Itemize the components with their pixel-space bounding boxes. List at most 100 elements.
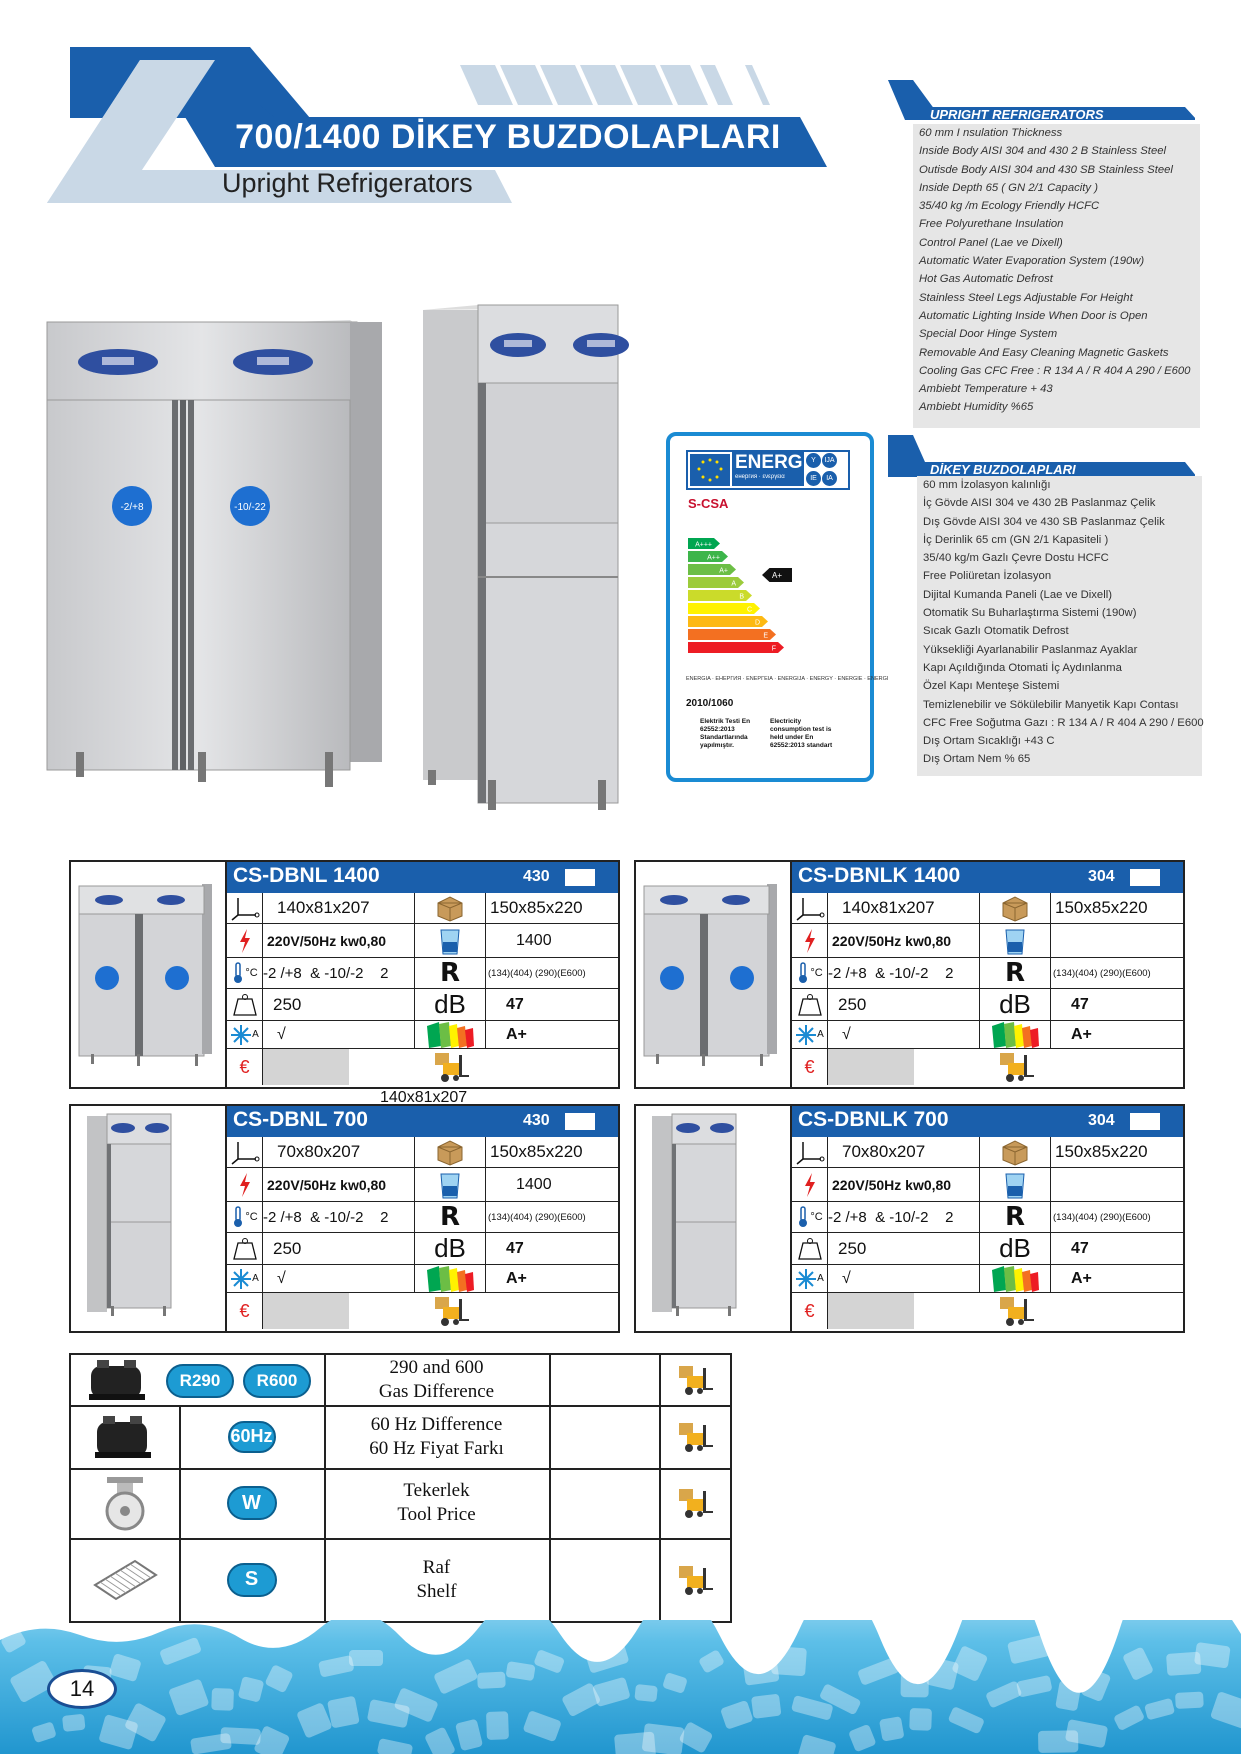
noise-db-icon: dB	[999, 989, 1031, 1019]
option-wheel-line1: Tekerlek	[403, 1480, 470, 1501]
defrost-snowflake-icon	[796, 1268, 817, 1289]
product-noise: 47	[1071, 1239, 1089, 1257]
thermometer-icon	[799, 1206, 808, 1227]
product-temperature: -2 /+8 & -10/-2 2	[263, 964, 389, 982]
weight-icon	[797, 993, 822, 1016]
product-model: CS-DBNL 1400	[233, 864, 380, 887]
ice-cube	[900, 1669, 929, 1698]
price-field	[828, 1049, 914, 1085]
spec-en-line: Hot Gas Automatic Defrost	[919, 273, 1053, 286]
spec-en-line: Automatic Water Evaporation System (190w…	[919, 255, 1145, 268]
ice-cube	[742, 1653, 780, 1686]
auto-defrost-label: A	[252, 1029, 259, 1040]
spec-tr-line: Özel Kapı Menteşe Sistemi	[923, 680, 1060, 693]
product-photo-cell	[636, 862, 792, 1087]
ice-cube	[642, 1723, 685, 1754]
spec-tr-line: Dış Ortam Sıcaklığı +43 C	[923, 735, 1055, 748]
page-number: 14	[47, 1669, 117, 1709]
ice-cube	[1081, 1669, 1111, 1701]
ice-cube	[523, 1711, 561, 1742]
option-shelf-price	[549, 1538, 661, 1621]
spec-tr-line: Otomatik Su Buharlaştırma Sistemi (190w)	[923, 607, 1137, 620]
forklift-icon	[678, 1366, 713, 1395]
dimensions-icon	[796, 898, 824, 921]
product-volume: 1400	[516, 931, 552, 949]
ice-cube	[434, 1659, 478, 1694]
ice-cube	[1016, 1675, 1052, 1697]
compressor-icon	[89, 1360, 145, 1400]
product-energy-class: A+	[1071, 1269, 1092, 1287]
wire-shelf-icon	[93, 1559, 158, 1600]
weight-icon	[232, 993, 257, 1016]
ice-cube	[986, 1681, 1022, 1708]
spec-tr-line: Dış Ortam Nem % 65	[923, 753, 1031, 766]
ice-cube	[349, 1650, 383, 1666]
spec-header-tr-shape	[888, 435, 1195, 477]
energy-test-tr: Elektrik Testi En 62552:2013 Standartlar…	[700, 718, 751, 749]
ice-cube	[99, 1714, 138, 1750]
spec-header-en-shape	[888, 80, 1195, 120]
ice-cube	[160, 1637, 201, 1665]
euro-icon: €	[239, 1300, 250, 1321]
spec-tr-line: Temizlenebilir ve Sökülebilir Manyetik K…	[923, 698, 1179, 711]
ice-cube	[1055, 1680, 1082, 1711]
ice-background	[0, 1620, 1241, 1754]
ice-cube	[190, 1733, 232, 1754]
spec-en-line: Inside Depth 65 ( GN 2/1 Capacity )	[919, 181, 1098, 194]
product-gas: (134)(404) (290)(E600)	[1053, 1211, 1151, 1223]
power-icon	[804, 1172, 815, 1197]
product-weight: 250	[273, 1238, 302, 1258]
ice-cube	[1144, 1698, 1175, 1720]
product-energy-class: A+	[506, 1025, 527, 1043]
ice-cube	[679, 1722, 713, 1753]
energy-class-bar	[688, 642, 784, 653]
thermometer-icon	[234, 962, 243, 983]
energy-class-label: E	[763, 633, 768, 640]
ice-cube	[849, 1724, 876, 1752]
volume-litre-icon	[1005, 1173, 1025, 1198]
thermometer-icon	[799, 962, 808, 983]
ice-cube	[169, 1679, 209, 1716]
spec-tr-line: CFC Free Soğutma Gazı : R 134 A / R 404 …	[923, 716, 1204, 729]
ice-cube	[238, 1676, 264, 1702]
auto-defrost-label: A	[817, 1273, 824, 1284]
noise-db-icon: dB	[434, 989, 466, 1019]
product-package-dimensions: 150x85x220	[490, 1142, 583, 1161]
spec-en-line: Control Panel (Lae ve Dixell)	[919, 236, 1063, 249]
option-shelf-line1: Raf	[422, 1556, 451, 1578]
product-photo	[652, 1113, 737, 1316]
material-swatch	[565, 869, 595, 886]
ice-cube	[1, 1630, 26, 1653]
stray-dimension-text: 140x81x207	[380, 1089, 468, 1106]
material-swatch	[1130, 1113, 1160, 1130]
option-60hz-line2: 60 Hz Fiyat Farkı	[369, 1437, 504, 1459]
ice-cube	[297, 1703, 332, 1738]
material-swatch	[565, 1113, 595, 1130]
energy-bars-icon	[427, 1021, 474, 1048]
energy-bars-icon	[992, 1265, 1039, 1292]
ice-cube	[614, 1731, 656, 1754]
option-row-gas: R290 R600 290 and 600 Gas Difference	[71, 1355, 730, 1407]
ice-cube	[1038, 1730, 1079, 1753]
ice-cube	[367, 1699, 410, 1728]
eu-flag-icon	[690, 454, 730, 486]
energy-class-label: A+++	[695, 542, 712, 549]
energy-badges: Y IJA IE IA	[806, 453, 846, 487]
defrost-snowflake-icon	[231, 1024, 252, 1045]
product-weight: 250	[273, 994, 302, 1014]
auto-defrost-label: A	[817, 1029, 824, 1040]
ice-cube	[562, 1683, 600, 1717]
product-material: 430	[523, 1112, 550, 1129]
page-title: 700/1400 DİKEY BUZDOLAPLARI	[235, 118, 781, 156]
ice-cube	[592, 1677, 630, 1707]
ice-cube	[1175, 1691, 1204, 1709]
volume-litre-icon	[440, 1173, 460, 1198]
spec-tr-line: 35/40 kg/m Gazlı Çevre Dostu HCFC	[923, 552, 1109, 565]
energy-bars-icon	[992, 1021, 1039, 1048]
